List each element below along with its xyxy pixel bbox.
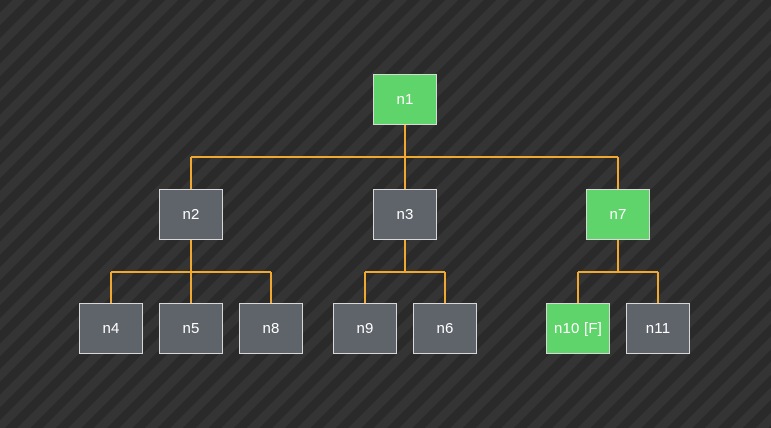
node-n5[interactable]: n5 bbox=[159, 303, 223, 354]
connector-n3 bbox=[364, 240, 446, 303]
connector-n1 bbox=[190, 125, 619, 189]
node-n1[interactable]: n1 bbox=[373, 74, 437, 125]
node-n3[interactable]: n3 bbox=[373, 189, 437, 240]
node-n11[interactable]: n11 bbox=[626, 303, 690, 354]
node-n6[interactable]: n6 bbox=[413, 303, 477, 354]
node-n2[interactable]: n2 bbox=[159, 189, 223, 240]
node-n8[interactable]: n8 bbox=[239, 303, 303, 354]
node-n10[interactable]: n10 [F] bbox=[546, 303, 610, 354]
node-n9[interactable]: n9 bbox=[333, 303, 397, 354]
node-n7[interactable]: n7 bbox=[586, 189, 650, 240]
node-n4[interactable]: n4 bbox=[79, 303, 143, 354]
connector-n7 bbox=[577, 240, 659, 303]
connector-n2 bbox=[110, 240, 272, 303]
